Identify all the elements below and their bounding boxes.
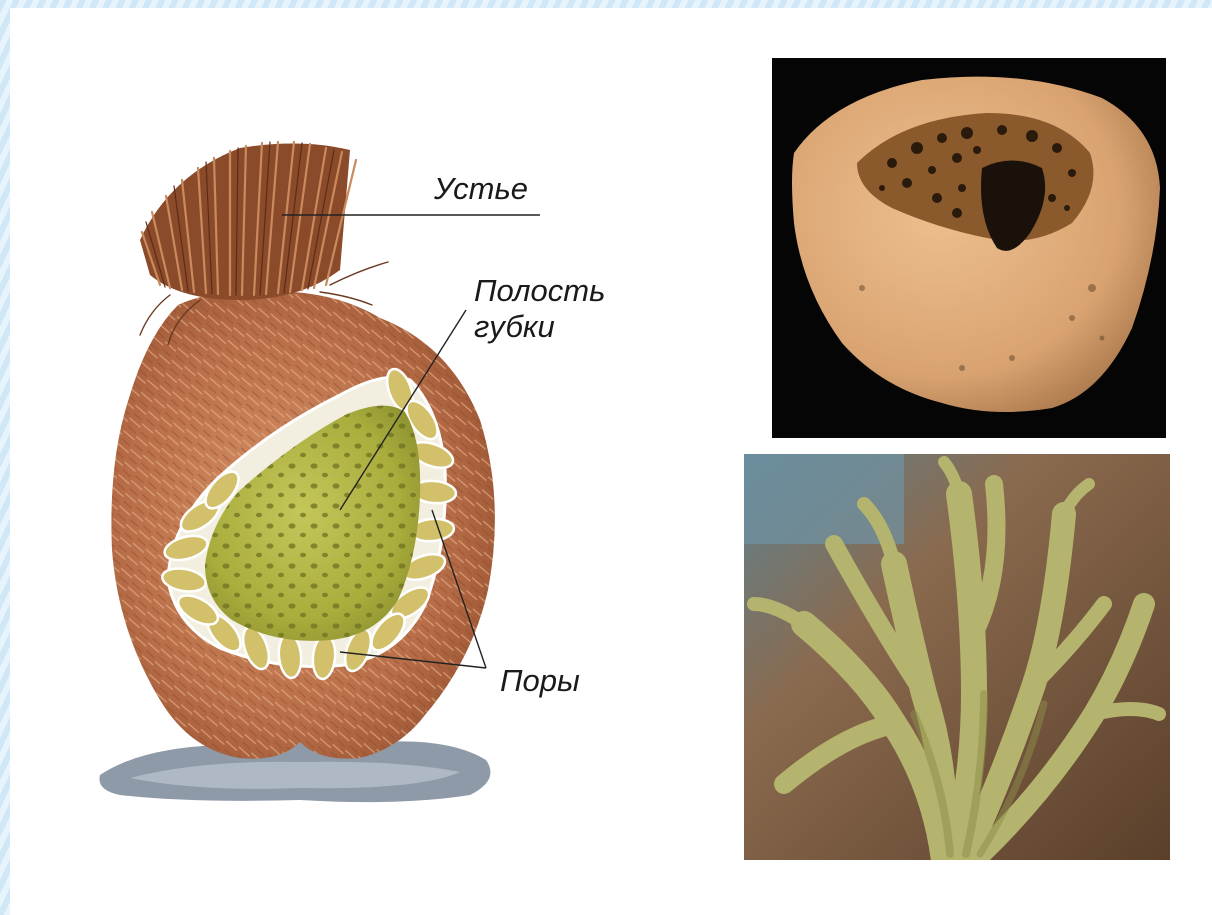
label-cavity-line2: губки (474, 310, 555, 344)
label-mouth: Устье (434, 172, 528, 206)
label-pores: Поры (500, 664, 580, 698)
photo-branching-sponge (744, 454, 1170, 860)
branching-sponge-image (744, 454, 1170, 860)
rock-base (99, 741, 490, 803)
label-cavity-line1: Полость (474, 274, 605, 308)
photo-bath-sponge (772, 58, 1166, 438)
bath-sponge-image (772, 58, 1166, 438)
